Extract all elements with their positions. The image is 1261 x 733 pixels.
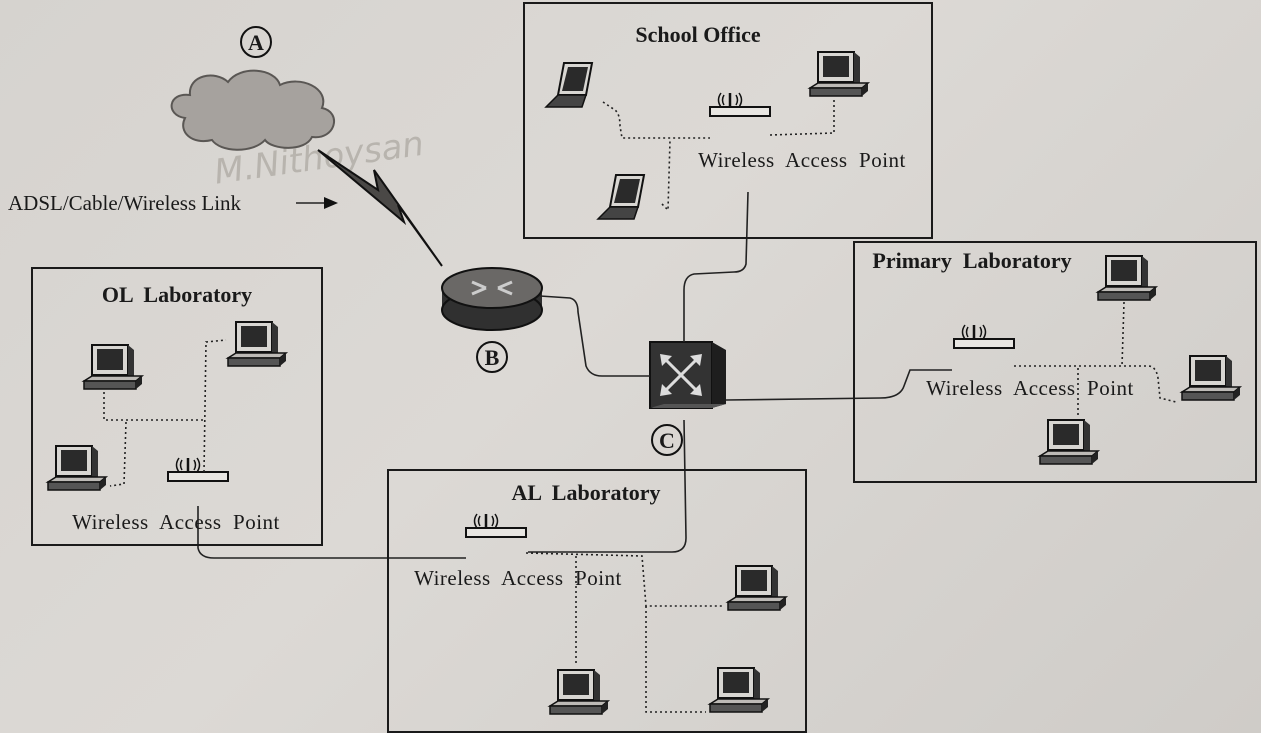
desktop-computer-icon: [83, 344, 143, 390]
router-icon: [441, 267, 543, 331]
switch-icon: [649, 341, 726, 409]
marker-c: [651, 424, 683, 456]
marker-c-label: C: [659, 428, 675, 453]
wireless-access-point-icon: [166, 456, 230, 483]
laptop-icon: [597, 174, 645, 220]
room-ol-lab: OL Laboratory Wireless Access Point: [31, 267, 323, 546]
desktop-computer-icon: [47, 445, 107, 491]
desktop-computer-icon: [1039, 419, 1099, 465]
primary-lab-ap-label: Wireless Access Point: [926, 376, 1134, 400]
wireless-access-point-icon: [708, 91, 772, 118]
wireless-access-point-icon: [464, 512, 528, 539]
marker-a: [240, 26, 272, 58]
primary-lab-title: Primary Laboratory: [872, 248, 1071, 273]
room-al-lab: AL Laboratory Wireless Access Point: [387, 469, 807, 733]
marker-b: [476, 341, 508, 373]
ol-lab-ap-label: Wireless Access Point: [72, 510, 280, 534]
laptop-icon: [545, 62, 593, 108]
desktop-computer-icon: [1181, 355, 1241, 401]
al-lab-ap-label: Wireless Access Point: [414, 566, 622, 590]
desktop-computer-icon: [227, 321, 287, 367]
cloud-icon: [170, 69, 335, 151]
room-primary-lab: Primary Laboratory Wireless Access Point: [853, 241, 1257, 483]
ol-lab-title: OL Laboratory: [102, 282, 252, 307]
school-office-ap-label: Wireless Access Point: [698, 148, 906, 172]
desktop-computer-icon: [549, 669, 609, 715]
room-school-office: School Office Wireless Access Point: [523, 2, 933, 239]
school-office-title: School Office: [635, 22, 760, 47]
marker-b-label: B: [485, 345, 500, 370]
desktop-computer-icon: [809, 51, 869, 97]
wireless-access-point-icon: [952, 323, 1016, 350]
al-lab-title: AL Laboratory: [511, 480, 660, 505]
link-label: ADSL/Cable/Wireless Link: [8, 191, 242, 215]
lightning-bolt-icon: [317, 149, 443, 267]
marker-a-label: A: [248, 30, 264, 55]
desktop-computer-icon: [1097, 255, 1157, 301]
desktop-computer-icon: [727, 565, 787, 611]
desktop-computer-icon: [709, 667, 769, 713]
